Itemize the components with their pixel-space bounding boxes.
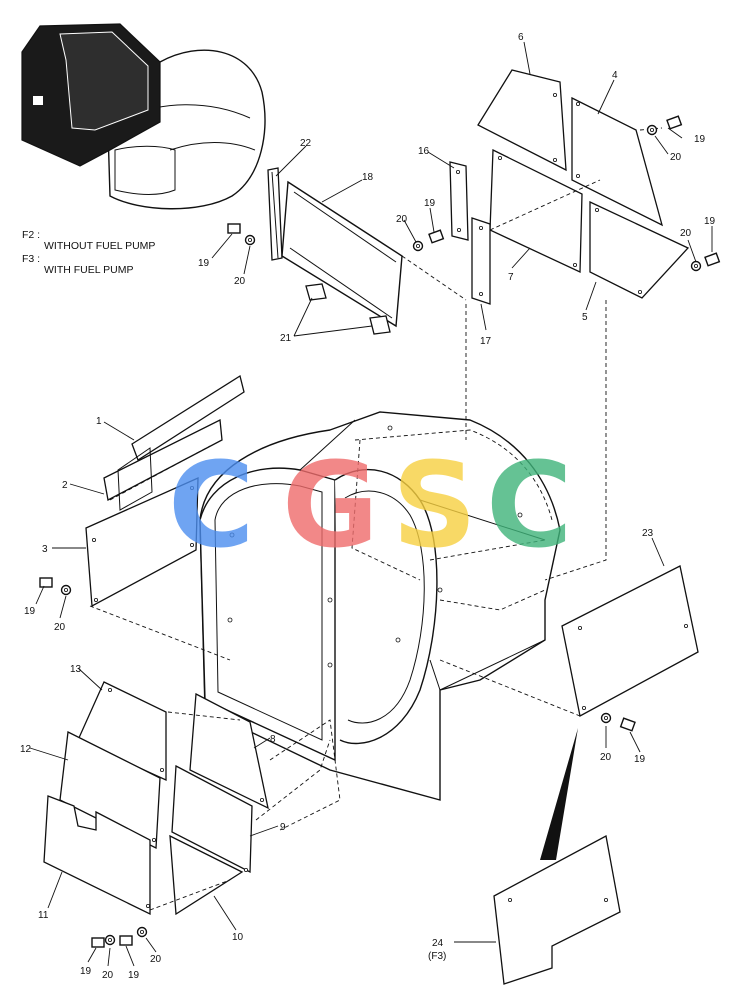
brackets: [449, 161, 491, 305]
legend-f3-text: WITH FUEL PUMP: [44, 264, 133, 276]
callout-19-center: 19: [424, 198, 436, 209]
callout-19-left: 19: [198, 258, 210, 269]
callout-22: 22: [300, 138, 312, 149]
callout-8: 8: [270, 734, 276, 745]
watermark-letter-3: S: [392, 436, 477, 574]
cab-housing: [199, 411, 561, 801]
panel-23: [561, 565, 699, 717]
callout-20-right-lower: 20: [600, 752, 612, 763]
callout-7: 7: [508, 272, 514, 283]
callout-19-top-right: 19: [694, 134, 706, 145]
callout-20-top-right: 20: [670, 152, 682, 163]
panel-24: [493, 835, 621, 985]
callout-20-left-mid: 20: [54, 622, 66, 633]
variant-legend: F2 : WITHOUT FUEL PUMP F3 : WITH FUEL PU…: [22, 229, 155, 276]
callout-2: 2: [62, 480, 68, 491]
cushion-21b: [369, 315, 391, 335]
legend-f3-code: F3 :: [22, 253, 40, 265]
panel-5: [589, 200, 690, 299]
bracket-16: [449, 161, 469, 241]
left-panels: [85, 374, 245, 608]
lower-panels: [43, 681, 341, 916]
callout-23: 23: [642, 528, 654, 539]
panel-4: [571, 96, 664, 227]
callout-24-variant: (F3): [428, 951, 446, 962]
panel-1: [131, 374, 245, 461]
roof-side-panels: [477, 69, 690, 299]
callout-19-left-mid: 19: [24, 606, 36, 617]
machine-overview-thumbnail: [21, 23, 266, 210]
watermark-letter-4: C: [486, 436, 573, 574]
watermark-letter-2: G: [282, 436, 379, 574]
callout-3: 3: [42, 544, 48, 555]
radiator-18: [281, 180, 403, 328]
panel-13: [77, 681, 167, 782]
cushion-21a: [305, 283, 327, 301]
callout-6: 6: [518, 32, 524, 43]
callout-19-bottom-1: 19: [80, 966, 92, 977]
callout-16: 16: [418, 146, 430, 157]
callout-19-right-lower: 19: [634, 754, 646, 765]
callout-20-left: 20: [234, 276, 246, 287]
watermark-letter-1: C: [168, 436, 255, 574]
callout-20-right: 20: [680, 228, 692, 239]
panel-3: [85, 476, 199, 608]
callout-18: 18: [362, 172, 374, 183]
callout-20-bottom-2: 20: [150, 954, 162, 965]
radiator-assembly: [267, 167, 467, 335]
callout-20-center: 20: [396, 214, 408, 225]
fasteners: [39, 115, 721, 948]
callout-24: 24: [432, 938, 444, 949]
callout-19-bottom-2: 19: [128, 970, 140, 981]
panel-6: [477, 69, 567, 172]
callout-4: 4: [612, 70, 618, 81]
callout-17: 17: [480, 336, 492, 347]
callout-13: 13: [70, 664, 82, 675]
panel-8: [189, 692, 269, 810]
legend-f2-text: WITHOUT FUEL PUMP: [44, 240, 155, 252]
legend-f2-code: F2 :: [22, 229, 40, 241]
callout-1: 1: [96, 416, 102, 427]
callout-20-bottom-1: 20: [102, 970, 114, 981]
panel-2: [103, 418, 223, 501]
right-panels: [493, 565, 699, 985]
cgsc-watermark: C G S C: [168, 436, 573, 574]
callout-21: 21: [280, 333, 292, 344]
panel-10: [169, 834, 244, 916]
detail-pointer-arrow: [540, 728, 578, 860]
callout-12: 12: [20, 744, 32, 755]
callout-leaders: [29, 41, 713, 967]
callout-labels: 6 4 19 20 19 20 5 7 16 19 20 17 18 22 19…: [20, 32, 716, 981]
assembly-lines: [89, 300, 607, 717]
bracket-17: [471, 217, 491, 305]
panel-7: [489, 148, 583, 274]
panel-12: [59, 731, 161, 850]
panel-9: [171, 764, 253, 874]
callout-5: 5: [582, 312, 588, 323]
panel-11: [43, 795, 151, 916]
callout-11: 11: [38, 910, 49, 921]
callout-10: 10: [232, 932, 244, 943]
callout-9: 9: [280, 822, 286, 833]
callout-19-right: 19: [704, 216, 716, 227]
